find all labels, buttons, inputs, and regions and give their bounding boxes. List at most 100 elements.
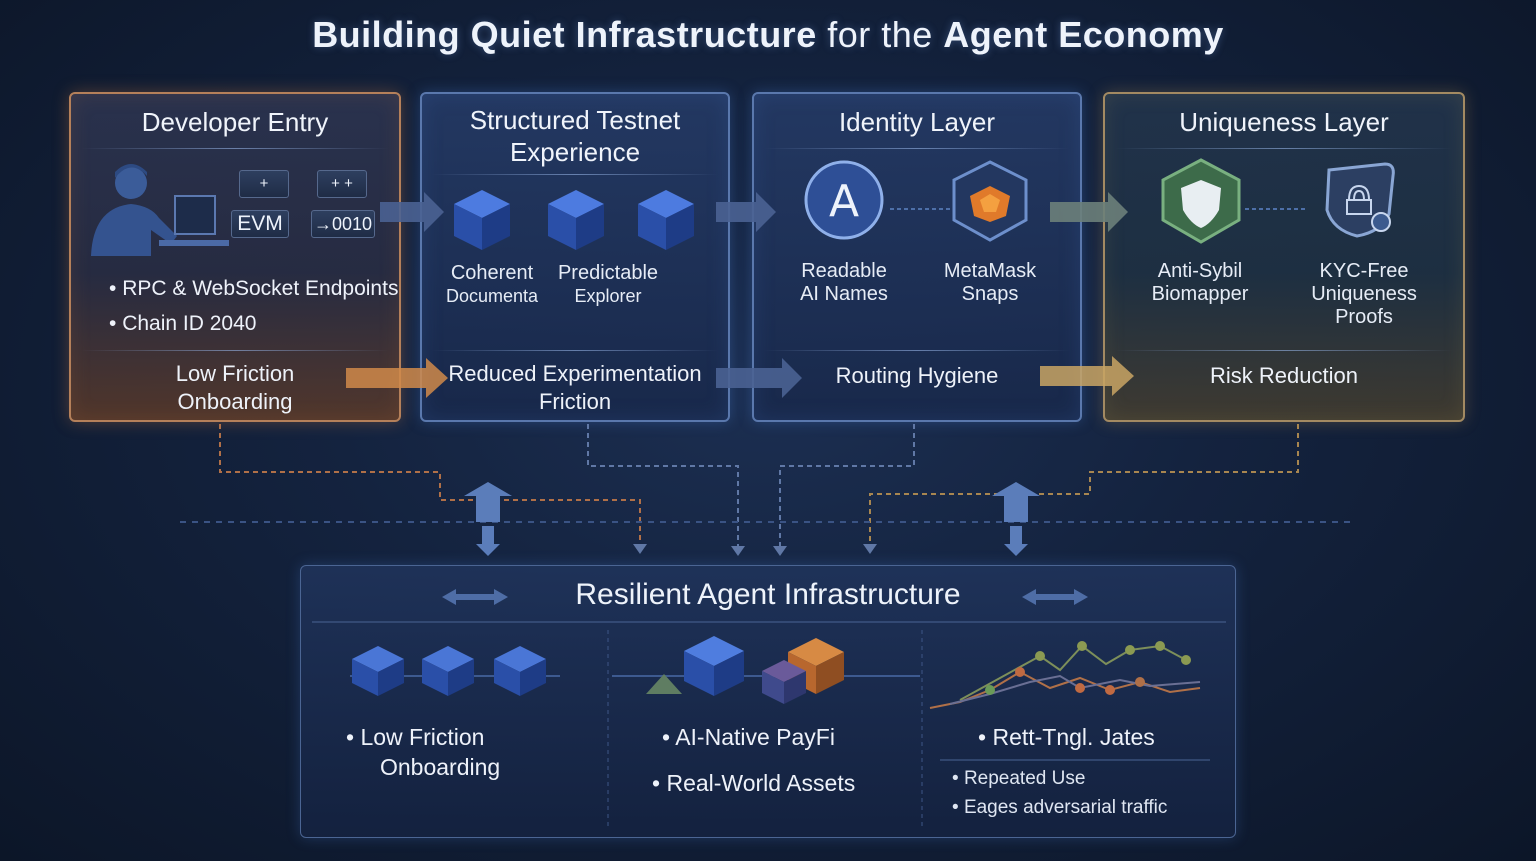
coherent-docs-line-1: Coherent: [450, 262, 534, 284]
testnet-footer-line-1: Reduced Experimentation: [448, 361, 702, 386]
arrow-right-icon: [716, 192, 776, 232]
coherent-docs-line-2: Documenta: [445, 286, 539, 306]
shield-icon: [1161, 158, 1241, 244]
uniqueness-title: Uniqueness Layer: [1179, 107, 1389, 137]
bottom-col3-heading-text: Rett-Tngl. Jates: [992, 724, 1155, 750]
bottom-col3-bullet-2: • Eages adversarial traffic: [952, 797, 1168, 818]
title-part-3: Agent Economy: [943, 14, 1224, 55]
cube-icon: [638, 190, 694, 250]
anti-sybil-line-2: Biomapper: [1151, 283, 1249, 305]
testnet-title-line-1: Structured Testnet: [469, 105, 681, 135]
line-chart-icon: [929, 641, 1201, 709]
bottom-col2-line-1: AI-Native PayFi: [675, 724, 835, 750]
cube-icon: [352, 646, 404, 696]
dashed-connector: [869, 424, 1299, 550]
predictable-explorer-label: Predictable Explorer: [544, 262, 672, 308]
resilient-infrastructure-title: Resilient Agent Infrastructure: [575, 578, 961, 611]
developer-entry-panel: Developer Entry + + + EVM →0010 • RPC & …: [69, 92, 401, 422]
arrowhead: [773, 546, 787, 556]
bottom-col2-line-2: Real-World Assets: [666, 770, 856, 796]
arrowhead: [633, 544, 647, 554]
double-arrow-icon: [992, 482, 1040, 556]
dashed-connector: [219, 424, 641, 550]
developer-footer: Low Friction Onboarding: [71, 360, 399, 416]
testnet-title: Structured Testnet Experience: [422, 104, 728, 168]
uniqueness-footer: Risk Reduction: [1210, 363, 1358, 388]
arrow-right-icon: [716, 358, 802, 398]
metamask-snaps-label: MetaMask Snaps: [922, 260, 1058, 306]
bottom-col2-bullet-2: • Real-World Assets: [652, 770, 856, 796]
divider: [432, 350, 718, 351]
metamask-fox-icon: [952, 160, 1028, 242]
cube-icon: [422, 646, 474, 696]
cube-icon: [684, 636, 744, 696]
predictable-explorer-line-2: Explorer: [574, 286, 642, 306]
cube-row: [454, 190, 694, 250]
arrow-right-icon: [1050, 192, 1128, 232]
developer-entry-title: Developer Entry: [141, 107, 329, 137]
kyc-free-line-2: Uniqueness: [1311, 283, 1417, 305]
arrowhead: [731, 546, 745, 556]
cube-icon: [454, 190, 510, 250]
testnet-title-line-2: Experience: [509, 137, 641, 167]
connector-dots: [1245, 208, 1305, 210]
testnet-footer-line-2: Friction: [538, 389, 612, 414]
bullet-rpc: • RPC & WebSocket Endpoints: [109, 277, 399, 300]
bottom-col2-bullet-1: • AI-Native PayFi: [662, 724, 835, 750]
arrow-right-icon: [380, 192, 444, 232]
coherent-docs-label: Coherent Documenta: [432, 262, 552, 308]
readable-ai-names-label: Readable AI Names: [774, 260, 914, 306]
identity-layer-panel: Identity Layer A Readable AI Names MetaM…: [752, 92, 1082, 422]
divider: [1115, 350, 1453, 351]
ai-name-icon: A: [804, 160, 884, 240]
anti-sybil-label: Anti-Sybil Biomapper: [1125, 260, 1275, 306]
add-chip-2: + +: [317, 170, 367, 198]
metamask-snaps-line-2: Snaps: [961, 283, 1019, 305]
divider: [81, 148, 389, 149]
bottom-col1-line-1: Low Friction: [360, 724, 485, 750]
cube-icon: [494, 646, 546, 696]
title-part-1: Building Quiet Infrastructure: [312, 14, 817, 55]
dashed-connector: [587, 424, 739, 552]
anti-sybil-line-1: Anti-Sybil: [1157, 260, 1243, 282]
readable-ai-names-line-2: AI Names: [800, 283, 888, 305]
resilient-infrastructure-panel: [300, 565, 1236, 838]
testnet-footer: Reduced Experimentation Friction: [422, 360, 728, 416]
ai-name-logo-letter: A: [829, 176, 859, 227]
developer-footer-line-2: Onboarding: [177, 389, 293, 414]
structured-testnet-panel: Structured Testnet Experience Coherent D…: [420, 92, 730, 422]
connector-dots: [890, 208, 950, 210]
evm-chip: EVM: [231, 210, 289, 238]
double-arrow-icon: [442, 589, 508, 605]
double-arrow-icon: [464, 482, 512, 556]
bullet-chain-id: • Chain ID 2040: [109, 312, 257, 335]
bottom-col3-bullet-1: • Repeated Use: [952, 768, 1086, 789]
arrowhead: [863, 544, 877, 554]
bottom-col3-line-2: Eages adversarial traffic: [963, 797, 1168, 818]
bullet-chain-id-text: Chain ID 2040: [122, 312, 257, 335]
divider: [764, 148, 1070, 149]
diagram-title: Building Quiet Infrastructure for the Ag…: [0, 14, 1536, 56]
metamask-snaps-line-1: MetaMask: [943, 260, 1037, 282]
bottom-col1-bullet: • Low Friction: [346, 724, 485, 750]
cube-icon: [762, 660, 806, 704]
triangle-icon: [646, 674, 682, 694]
predictable-explorer-line-1: Predictable: [557, 262, 659, 284]
dashed-connector: [779, 424, 915, 552]
divider: [432, 174, 718, 175]
bottom-col1-line-2: Onboarding: [380, 754, 501, 780]
readable-ai-names-line-1: Readable: [801, 260, 887, 282]
bottom-col3-line-1: Repeated Use: [963, 768, 1086, 789]
identity-title: Identity Layer: [838, 107, 996, 137]
kyc-free-label: KYC-Free Uniqueness Proofs: [1289, 260, 1439, 329]
title-part-2: for the: [816, 14, 944, 55]
bullet-rpc-text: RPC & WebSocket Endpoints: [122, 277, 399, 300]
divider: [1115, 148, 1453, 149]
double-arrow-icon: [1022, 589, 1088, 605]
divider: [81, 350, 389, 351]
developer-person-icon: [91, 164, 177, 256]
uniqueness-layer-panel: Uniqueness Layer Anti-Sybil Biomapper KY…: [1103, 92, 1465, 422]
developer-footer-line-1: Low Friction: [175, 361, 295, 386]
